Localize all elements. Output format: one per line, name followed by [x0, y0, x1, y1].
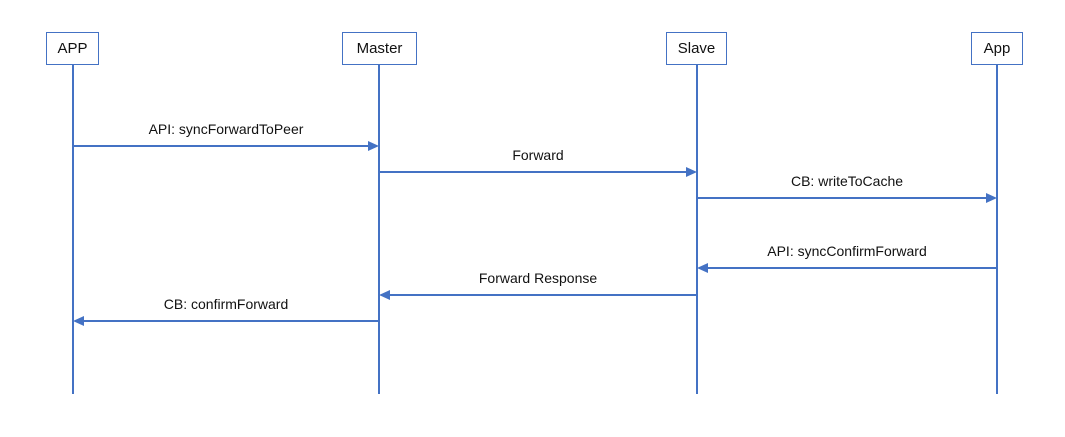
message-label: API: syncConfirmForward — [767, 243, 927, 259]
message-arrow — [697, 197, 988, 199]
arrowhead-icon — [686, 166, 697, 177]
actor-box-app: App — [971, 32, 1023, 65]
message-arrow — [73, 145, 370, 147]
message-label: Forward — [512, 147, 564, 163]
arrowhead-icon — [379, 289, 390, 300]
message-label: CB: confirmForward — [163, 296, 289, 312]
actor-label-master: Master — [356, 40, 403, 57]
actor-label-slave: Slave — [677, 40, 716, 57]
arrowhead-icon — [697, 262, 708, 273]
message-arrow — [388, 294, 697, 296]
actor-label-app: App — [983, 40, 1011, 57]
actor-label-app: APP — [57, 40, 88, 57]
arrowhead-icon — [986, 192, 997, 203]
lifeline-master — [378, 65, 380, 394]
arrowhead-icon — [368, 140, 379, 151]
actor-box-slave: Slave — [666, 32, 727, 65]
actor-box-app: APP — [46, 32, 99, 65]
message-label: API: syncForwardToPeer — [148, 121, 304, 137]
lifeline-app — [996, 65, 998, 394]
message-label: CB: writeToCache — [790, 173, 904, 189]
message-arrow — [706, 267, 997, 269]
message-arrow — [82, 320, 379, 322]
actor-box-master: Master — [342, 32, 417, 65]
arrowhead-icon — [73, 315, 84, 326]
message-label: Forward Response — [478, 270, 598, 286]
message-arrow — [379, 171, 688, 173]
lifeline-slave — [696, 65, 698, 394]
lifeline-app — [72, 65, 74, 394]
